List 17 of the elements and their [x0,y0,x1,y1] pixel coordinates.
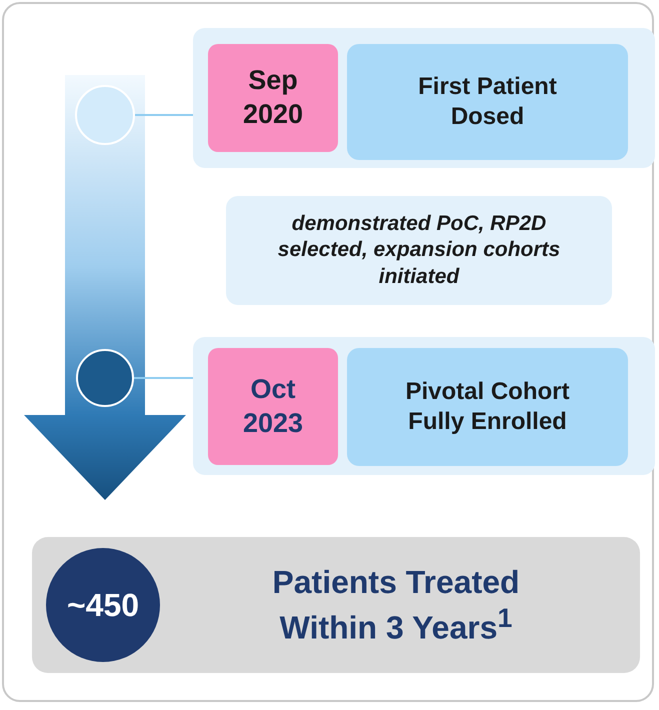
count-circle-text: ~450 [66,586,140,625]
milestone-box [347,348,628,466]
milestone-date-text: Oct 2023 [242,372,304,440]
note-box-text: demonstrated PoC, RP2D selected, expansion cohorts initiated [276,211,562,290]
connector-line [135,114,193,116]
summary-box [32,537,640,673]
milestone-panel [193,337,655,475]
milestone-date [208,44,338,152]
note-box [226,196,612,305]
milestone-box-text: Pivotal Cohort Fully Enrolled [404,377,570,437]
connector-line [134,377,193,379]
milestone-date [208,348,338,465]
milestone-box-text: First Patient Dosed [417,72,558,132]
summary-box-text: Patients Treated Within 3 Years$^{1}$ [271,563,521,648]
milestone-date-text: Sep 2020 [242,64,304,131]
milestone-box [347,44,628,160]
milestone-panel [193,28,655,168]
